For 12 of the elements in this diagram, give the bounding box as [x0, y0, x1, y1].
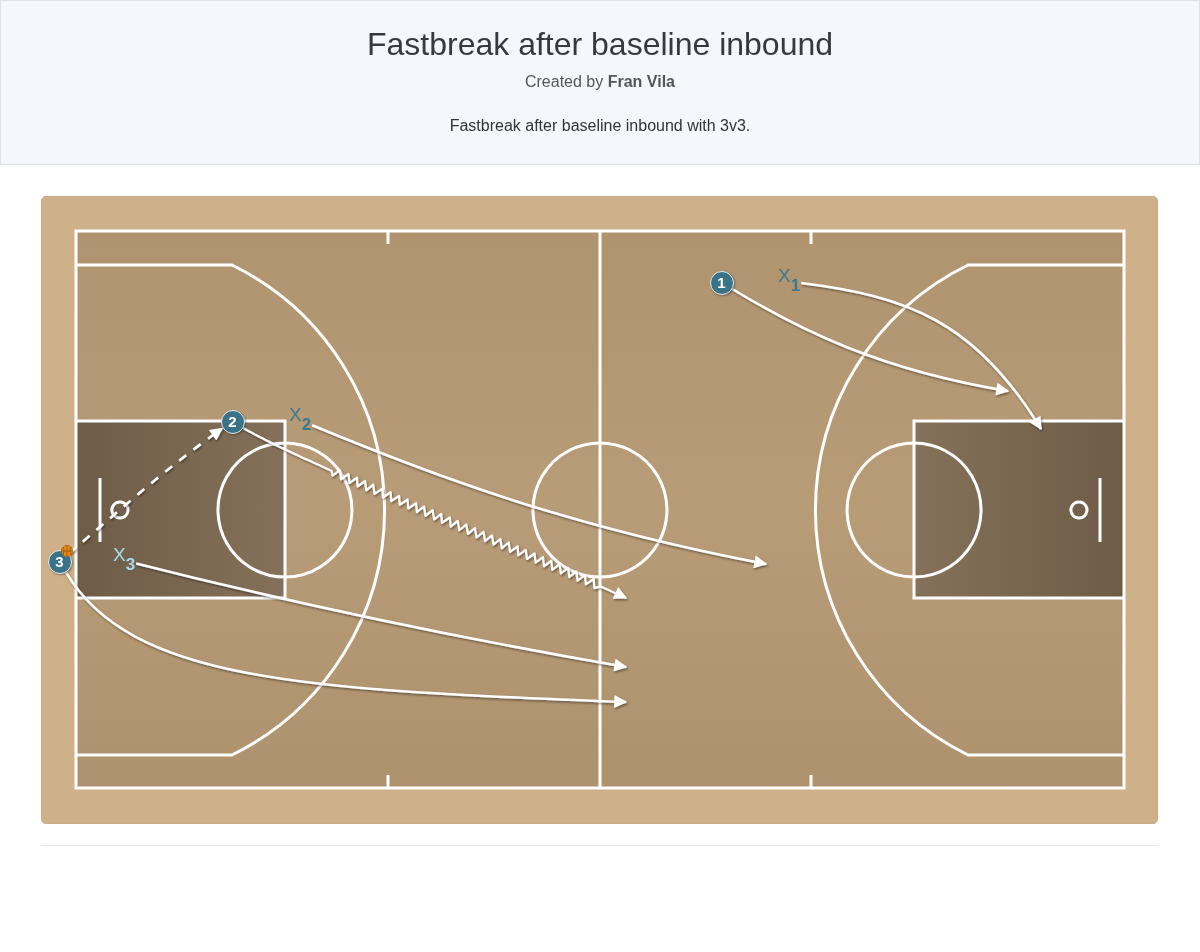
defender-label: X$_{2}$	[289, 405, 313, 436]
arrow	[801, 281, 1043, 431]
arrow	[64, 571, 628, 709]
title: Fastbreak after baseline inbound	[366, 25, 834, 64]
zigzag-arrow	[242, 426, 628, 599]
author-credit: Created by Fran Vila	[525, 72, 675, 92]
defender-label: X$_{3}$	[113, 545, 137, 576]
defender-label: X$_{1}$	[778, 266, 802, 297]
arrow	[311, 424, 768, 569]
arrow	[731, 287, 1010, 396]
arrow	[135, 562, 628, 672]
caption: Fastbreak after baseline inbound with 3v3.	[449, 116, 751, 136]
